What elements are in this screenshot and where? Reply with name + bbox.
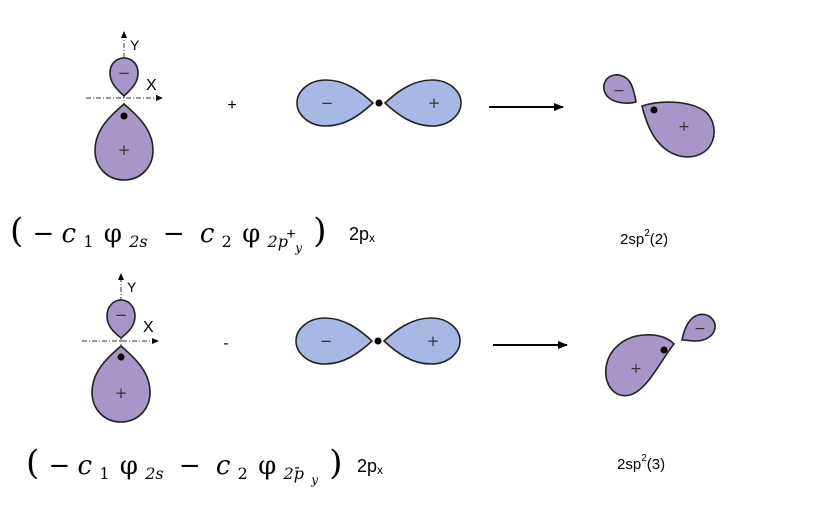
nucleus-dot xyxy=(660,346,668,354)
coef-c2: c xyxy=(200,219,215,249)
minus-sign: − xyxy=(179,451,201,481)
px-left-lobe xyxy=(296,79,375,127)
phi-2py: φ xyxy=(258,451,276,481)
px-right-lobe xyxy=(382,317,461,365)
phi-2py-subsubscript: y xyxy=(294,241,302,255)
px-label-main: 2p xyxy=(357,456,377,476)
result-label-index: (3) xyxy=(647,456,665,473)
minus-sign: − xyxy=(320,332,333,350)
px-left-lobe xyxy=(295,317,374,365)
close-paren: ) xyxy=(329,443,342,483)
coef-c1-subscript: 1 xyxy=(83,232,93,251)
sp-y-orbital-1: − + Y X xyxy=(86,31,163,181)
coef-c1-subscript: 1 xyxy=(99,464,109,483)
formula-line-2: ( − c 1 φ 2s − c 2 φ 2p y ) - 2px 2sp2(3… xyxy=(26,443,665,490)
formula-line-1: ( − c 1 φ 2s − c 2 φ 2p y ) + 2px 2sp2(2… xyxy=(10,211,668,258)
formula-operator: - xyxy=(294,459,299,476)
nucleus-dot xyxy=(120,112,128,120)
hybrid-orbital-2: − + xyxy=(602,74,715,158)
phi-2py-subscript: 2p xyxy=(267,232,288,251)
phi-2s-subscript: 2s xyxy=(128,232,147,251)
phi-2s-subscript: 2s xyxy=(144,464,163,483)
large-lobe xyxy=(94,102,154,181)
close-paren: ) xyxy=(313,211,326,251)
px-label: 2px xyxy=(349,224,375,245)
px-orbital-2: − + xyxy=(295,317,461,365)
plus-sign: + xyxy=(678,119,690,135)
formula-expression: ( − c 1 φ 2s − c 2 φ 2p y ) xyxy=(26,443,342,490)
nucleus-dot xyxy=(650,106,658,114)
y-axis-label: Y xyxy=(127,279,137,295)
x-axis-label: X xyxy=(146,77,157,94)
open-paren: ( xyxy=(26,443,39,483)
coef-c1: c xyxy=(62,219,77,249)
minus-sign: − xyxy=(321,94,334,112)
result-label-main: 2sp xyxy=(620,231,644,248)
result-label-superscript: 2 xyxy=(641,453,647,464)
hybrid-orbital-3: − + xyxy=(605,313,716,397)
px-label-subscript: x xyxy=(377,463,383,477)
plus-sign: + xyxy=(428,94,441,112)
formula-expression: ( − c 1 φ 2s − c 2 φ 2p y ) xyxy=(10,211,326,258)
minus-sign: − xyxy=(33,219,55,249)
minus-sign: − xyxy=(613,83,625,99)
coef-c2-subscript: 2 xyxy=(222,232,232,251)
formula-operator: + xyxy=(286,226,295,243)
px-label-main: 2p xyxy=(349,224,369,244)
small-lobe xyxy=(109,57,139,98)
phi-2s: φ xyxy=(104,219,122,249)
plus-sign: + xyxy=(118,141,131,159)
small-lobe xyxy=(106,299,136,340)
minus-sign: − xyxy=(49,451,71,481)
operator-sign: + xyxy=(227,97,236,114)
result-label-superscript: 2 xyxy=(644,228,650,239)
px-orbital-1: − + xyxy=(296,79,462,127)
result-label-index: (2) xyxy=(650,231,668,248)
phi-2s: φ xyxy=(120,451,138,481)
phi-2py-subsubscript: y xyxy=(310,473,318,487)
nucleus-dot xyxy=(375,99,383,107)
open-paren: ( xyxy=(10,211,23,251)
px-label: 2px xyxy=(357,456,383,477)
coef-c2: c xyxy=(216,451,231,481)
nucleus-dot xyxy=(117,353,125,361)
sp-y-orbital-2: − + Y X xyxy=(82,273,159,423)
minus-sign: − xyxy=(118,64,131,82)
y-axis-label: Y xyxy=(130,37,140,53)
coef-c2-subscript: 2 xyxy=(238,464,248,483)
minus-sign: − xyxy=(115,306,128,324)
result-label: 2sp2(3) xyxy=(617,453,665,473)
row-2: − + Y X - − + − + ( − c 1 xyxy=(26,273,716,490)
result-label-main: 2sp xyxy=(617,456,641,473)
minus-sign: − xyxy=(163,219,185,249)
plus-sign: + xyxy=(427,332,440,350)
plus-sign: + xyxy=(115,384,128,402)
result-label: 2sp2(2) xyxy=(620,228,668,248)
nucleus-dot xyxy=(374,337,382,345)
operator-sign: - xyxy=(223,335,228,352)
px-right-lobe xyxy=(383,79,462,127)
plus-sign: + xyxy=(630,361,642,377)
hybrid-small-lobe xyxy=(602,74,637,104)
row-1: − + Y X + − + − + ( − c xyxy=(10,31,715,258)
hybrid-small-lobe xyxy=(681,313,716,342)
large-lobe xyxy=(91,344,151,423)
phi-2py-subscript: 2p xyxy=(283,464,304,483)
minus-sign: − xyxy=(694,321,706,337)
x-axis-label: X xyxy=(143,319,154,336)
hybrid-large-lobe xyxy=(605,334,676,397)
phi-2py: φ xyxy=(242,219,260,249)
coef-c1: c xyxy=(78,451,93,481)
px-label-subscript: x xyxy=(369,231,375,245)
hybrid-large-lobe xyxy=(641,101,715,158)
